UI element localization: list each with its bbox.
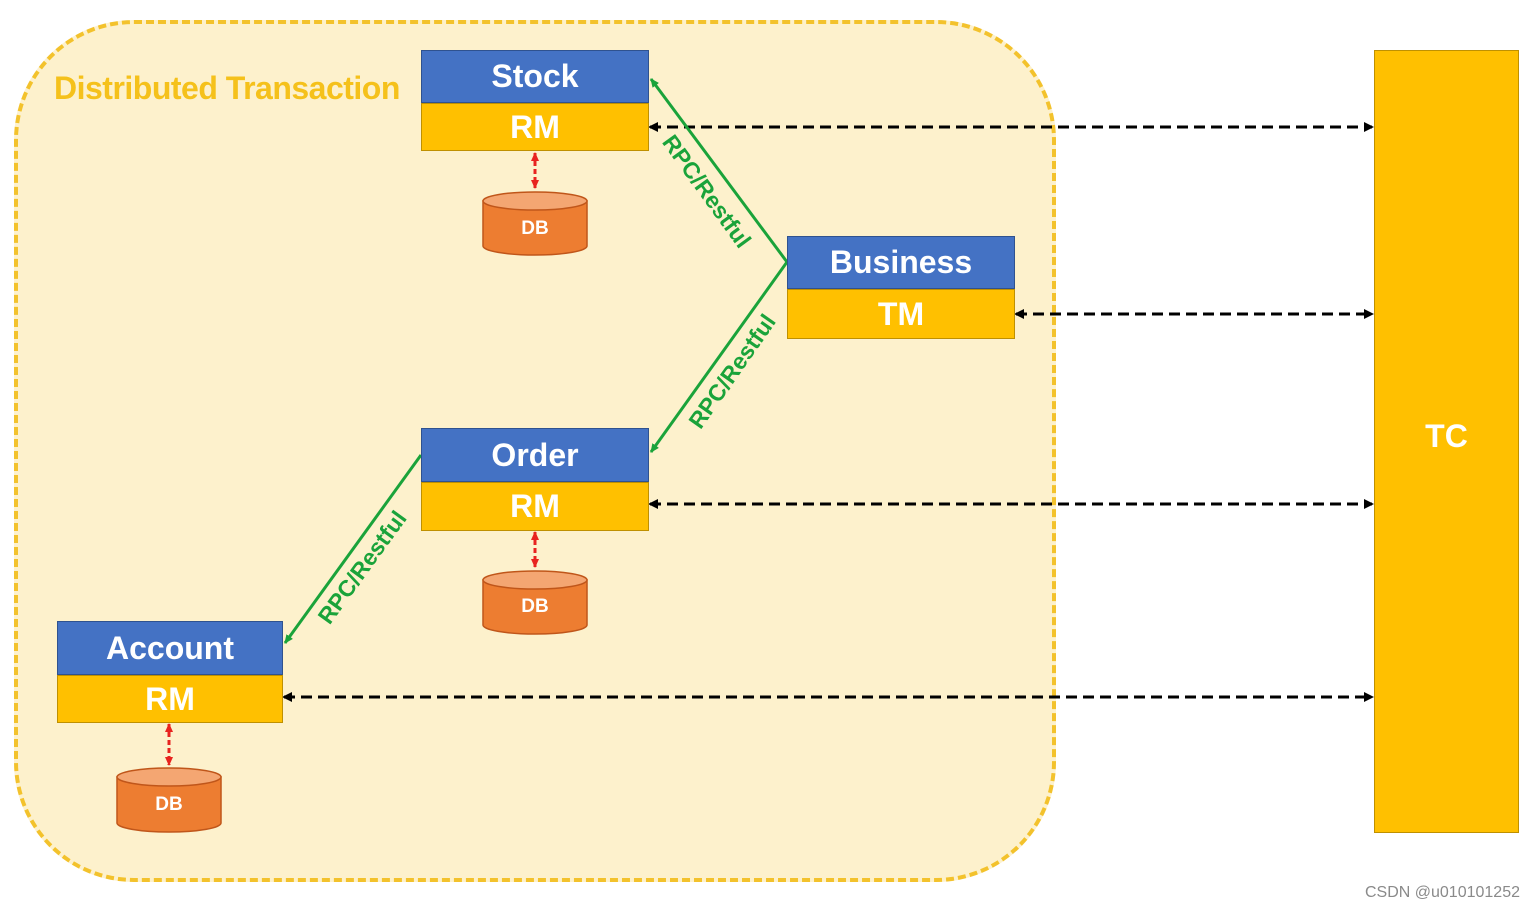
business-tm-band: TM bbox=[787, 289, 1015, 339]
tc-label: TC bbox=[1425, 418, 1468, 454]
account-title: Account bbox=[57, 621, 283, 675]
watermark: CSDN @u010101252 bbox=[1364, 884, 1520, 901]
order-title: Order bbox=[421, 428, 649, 482]
stock-rm-band: RM bbox=[421, 103, 649, 151]
stock-db-label: DB bbox=[521, 218, 548, 239]
order-db-label: DB bbox=[521, 596, 548, 617]
stock-node: Stock RM bbox=[421, 50, 649, 151]
order-db-cylinder bbox=[482, 570, 588, 635]
account-db-label: DB bbox=[155, 794, 182, 815]
stock-title: Stock bbox=[421, 50, 649, 103]
business-title: Business bbox=[787, 236, 1015, 289]
tc-node: TC bbox=[1374, 50, 1519, 833]
account-rm-band: RM bbox=[57, 675, 283, 723]
order-node: Order RM bbox=[421, 428, 649, 531]
order-rm-band: RM bbox=[421, 482, 649, 531]
business-node: Business TM bbox=[787, 236, 1015, 339]
order-to-account-arrow bbox=[283, 454, 423, 644]
region-title: Distributed Transaction bbox=[54, 70, 400, 106]
account-db-cylinder bbox=[116, 767, 222, 833]
stock-db-cylinder bbox=[482, 191, 588, 256]
business-to-order-arrow bbox=[649, 261, 789, 453]
account-node: Account RM bbox=[57, 621, 283, 723]
business-to-stock-arrow bbox=[649, 78, 789, 263]
